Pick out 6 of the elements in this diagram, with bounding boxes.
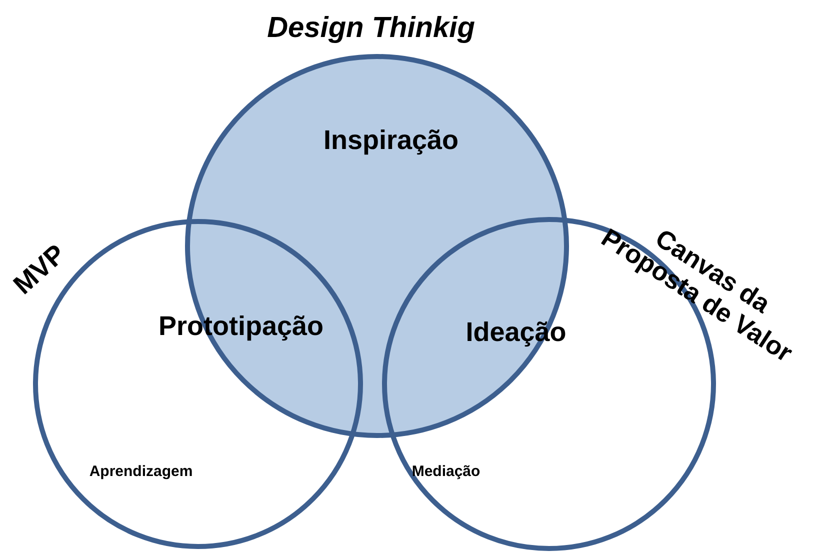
region-label: Inspiração (323, 126, 459, 156)
region-label: Aprendizagem (89, 464, 193, 480)
circle-heading: Design Thinkig (266, 13, 476, 45)
region-label: Mediação (412, 464, 480, 480)
region-label: Ideação (466, 318, 566, 348)
region-label: Prototipação (158, 312, 324, 342)
